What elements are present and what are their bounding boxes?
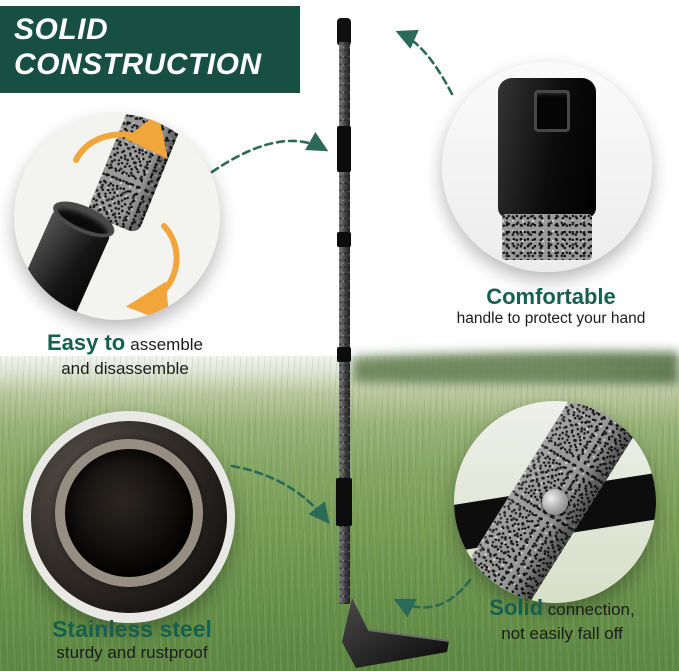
callout-photo-steel-tube	[23, 411, 235, 623]
callout-photo-assemble	[14, 114, 220, 320]
dashed-arrow-icon	[210, 131, 329, 174]
label-assemble-title: Easy to	[46, 330, 126, 355]
label-connection-title: Solid	[489, 595, 544, 620]
label-connection: Solid connection, not easily fall off	[460, 594, 664, 645]
pole-joint	[337, 232, 351, 247]
pole-joint	[337, 126, 351, 172]
pole-grip-sleeve	[336, 478, 352, 526]
label-connection-text2: not easily fall off	[501, 623, 623, 643]
banner-line2: CONSTRUCTION	[14, 48, 262, 82]
screw-icon	[542, 489, 568, 515]
tube-opening	[55, 439, 203, 587]
pole-joint	[337, 347, 351, 362]
handle-foam	[502, 214, 592, 260]
label-assemble-text2: and disassemble	[61, 358, 189, 378]
hanging-hole	[534, 90, 570, 132]
label-handle: Comfortable handle to protect your hand	[446, 284, 656, 328]
dashed-arrow-icon	[395, 29, 454, 96]
hoe-pole-cap	[337, 18, 351, 46]
label-handle-text: handle to protect your hand	[456, 310, 646, 327]
label-assemble: Easy to assemble and disassemble	[18, 328, 232, 381]
label-steel-title: Stainless steel	[52, 616, 212, 642]
callout-photo-handle	[442, 62, 652, 272]
hoe-pole	[339, 42, 350, 604]
label-assemble-text1: assemble	[130, 335, 204, 354]
callout-photo-connection	[454, 401, 656, 603]
label-steel-text: sturdy and rustproof	[56, 643, 208, 662]
label-handle-title: Comfortable	[486, 284, 616, 309]
banner: SOLID CONSTRUCTION	[0, 6, 300, 93]
label-connection-text1: connection,	[547, 600, 635, 619]
treeline-background	[353, 350, 679, 384]
handle-top	[498, 78, 596, 218]
label-steel: Stainless steel sturdy and rustproof	[26, 616, 238, 663]
banner-line1: SOLID	[14, 13, 109, 46]
rotate-arrow-icon	[73, 114, 180, 320]
